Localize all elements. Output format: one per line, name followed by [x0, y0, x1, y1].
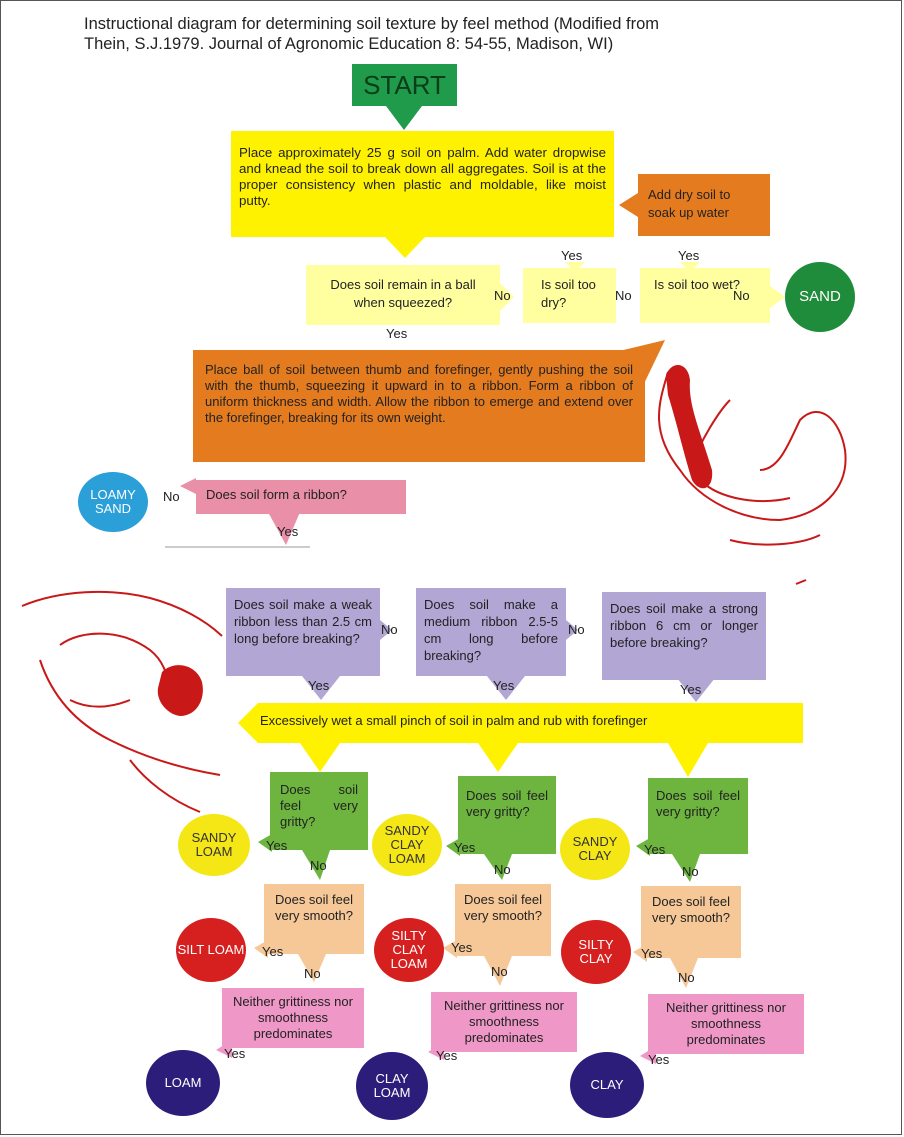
- label-yes: Yes: [644, 842, 666, 857]
- label-yes: Yes: [386, 326, 408, 341]
- result-loam: LOAM: [146, 1050, 220, 1116]
- title-line-1: Instructional diagram for determining so…: [84, 15, 660, 33]
- result-sand: SAND: [785, 262, 855, 332]
- label-no: No: [494, 288, 511, 303]
- ribbon-question: Does soil form a ribbon?: [196, 480, 406, 514]
- label-no: No: [678, 970, 695, 985]
- label-no: No: [568, 622, 585, 637]
- result-silty-clay-loam: SILTY CLAY LOAM: [374, 918, 444, 982]
- label-no: No: [381, 622, 398, 637]
- label-yes: Yes: [680, 682, 702, 697]
- label-no: No: [615, 288, 632, 303]
- label-no: No: [304, 966, 321, 981]
- strong-ribbon-question: Does soil make a strong ribbon 6 cm or l…: [602, 592, 766, 680]
- neither-step: Neither grittiness nor smoothness predom…: [648, 994, 804, 1054]
- label-yes: Yes: [308, 678, 330, 693]
- label-yes: Yes: [493, 678, 515, 693]
- neither-step: Neither grittiness nor smoothness predom…: [431, 992, 577, 1052]
- too-dry-question: Is soil too dry?: [523, 268, 616, 323]
- result-silty-clay: SILTY CLAY: [561, 920, 631, 984]
- place-soil-step: Place approximately 25 g soil on palm. A…: [231, 131, 614, 237]
- label-no: No: [163, 489, 180, 504]
- gritty-question: Does soil feel very gritty?: [648, 778, 748, 854]
- ribbon-instruction-step: Place ball of soil between thumb and for…: [193, 350, 645, 462]
- label-no: No: [733, 288, 750, 303]
- label-yes: Yes: [648, 1052, 670, 1067]
- label-yes: Yes: [451, 940, 473, 955]
- label-yes: Yes: [277, 524, 299, 539]
- result-sandy-loam: SANDY LOAM: [178, 814, 250, 876]
- start-node: START: [352, 64, 457, 106]
- label-yes: Yes: [641, 946, 663, 961]
- add-dry-soil-step: Add dry soil to soak up water: [638, 174, 770, 236]
- label-yes: Yes: [454, 840, 476, 855]
- gritty-question: Does soil feel very gritty?: [270, 772, 368, 850]
- too-wet-question: Is soil too wet?: [640, 268, 770, 323]
- result-loamy-sand: LOAMY SAND: [78, 472, 148, 532]
- smooth-question: Does soil feel very smooth?: [641, 886, 741, 958]
- result-sandy-clay-loam: SANDY CLAY LOAM: [372, 814, 442, 876]
- label-yes: Yes: [436, 1048, 458, 1063]
- label-yes: Yes: [262, 944, 284, 959]
- label-yes: Yes: [224, 1046, 246, 1061]
- smooth-question: Does soil feel very smooth?: [264, 884, 364, 954]
- result-clay: CLAY: [570, 1052, 644, 1118]
- wet-pinch-step: Excessively wet a small pinch of soil in…: [258, 703, 803, 743]
- weak-ribbon-question: Does soil make a weak ribbon less than 2…: [226, 588, 380, 676]
- result-clay-loam: CLAY LOAM: [356, 1052, 428, 1120]
- diagram-title: Instructional diagram for determining so…: [84, 14, 884, 54]
- label-no: No: [491, 964, 508, 979]
- label-yes: Yes: [561, 248, 583, 263]
- result-silt-loam: SILT LOAM: [176, 918, 246, 982]
- label-yes: Yes: [266, 838, 288, 853]
- smooth-question: Does soil feel very smooth?: [455, 884, 551, 956]
- label-no: No: [494, 862, 511, 877]
- gritty-question: Does soil feel very gritty?: [458, 776, 556, 854]
- title-line-2: Thein, S.J.1979. Journal of Agronomic Ed…: [84, 35, 614, 53]
- label-no: No: [310, 858, 327, 873]
- label-no: No: [682, 864, 699, 879]
- neither-step: Neither grittiness nor smoothness predom…: [222, 988, 364, 1048]
- label-yes: Yes: [678, 248, 700, 263]
- medium-ribbon-question: Does soil make a medium ribbon 2.5-5 cm …: [416, 588, 566, 676]
- result-sandy-clay: SANDY CLAY: [560, 818, 630, 880]
- ball-question: Does soil remain in a ball when squeezed…: [306, 265, 500, 325]
